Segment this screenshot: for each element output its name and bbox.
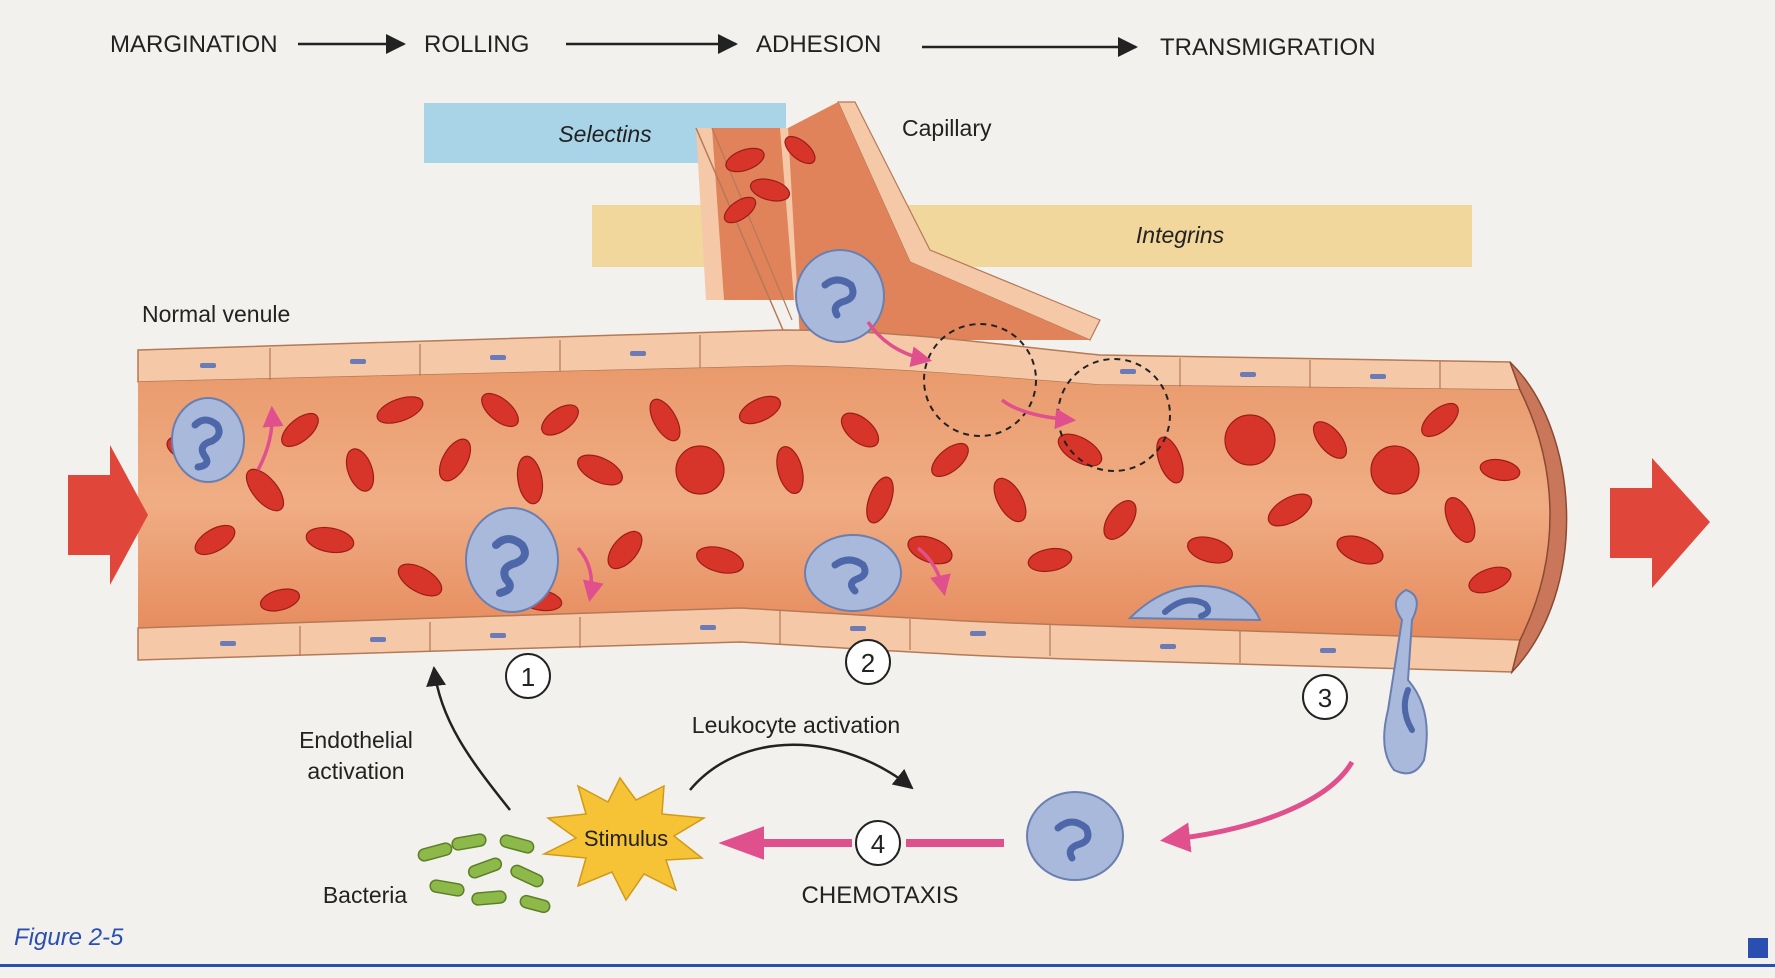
leukocyte-margination [172, 398, 244, 482]
bacteria-cluster [417, 833, 551, 914]
selectins-label: Selectins [558, 121, 652, 147]
normal-venule-label: Normal venule [142, 301, 290, 327]
stimulus-label: Stimulus [584, 826, 668, 851]
svg-text:2: 2 [861, 648, 875, 678]
bottom-rule [0, 964, 1775, 967]
svg-text:3: 3 [1318, 683, 1332, 713]
chemotaxis-arrow-left [730, 832, 852, 854]
endothelial-activation-label-line1: Endothelial [299, 727, 413, 753]
svg-text:1: 1 [521, 662, 535, 692]
flow-in-arrow [68, 445, 148, 585]
step-transmigration: TRANSMIGRATION [1160, 34, 1376, 61]
marker-2: 2 [846, 640, 890, 684]
endothelial-activation-arrow [434, 668, 510, 810]
leukocyte-rolling [466, 508, 558, 612]
transmigration-to-chemotaxis-arrow [1166, 762, 1352, 840]
leukocyte-chemotaxis [1027, 792, 1123, 880]
marker-3: 3 [1303, 675, 1347, 719]
endothelial-activation-label-line2: activation [307, 758, 404, 784]
step-rolling: ROLLING [424, 31, 529, 58]
marker-4: 4 [856, 821, 900, 865]
leukocyte-activation-label: Leukocyte activation [692, 712, 900, 738]
step-margination: MARGINATION [110, 31, 278, 58]
flow-out-arrow [1610, 458, 1710, 588]
corner-square [1748, 938, 1768, 958]
leukocyte-adhesion [805, 535, 901, 611]
bacteria-label: Bacteria [323, 882, 408, 908]
integrins-label: Integrins [1136, 222, 1225, 248]
marker-1: 1 [506, 654, 550, 698]
svg-text:4: 4 [871, 829, 885, 859]
capillary-label: Capillary [902, 115, 992, 141]
chemotaxis-label: CHEMOTAXIS [802, 882, 959, 909]
leukocyte-activation-arrow [690, 745, 912, 790]
step-adhesion: ADHESION [756, 31, 881, 58]
figure-label: Figure 2-5 [14, 924, 123, 952]
